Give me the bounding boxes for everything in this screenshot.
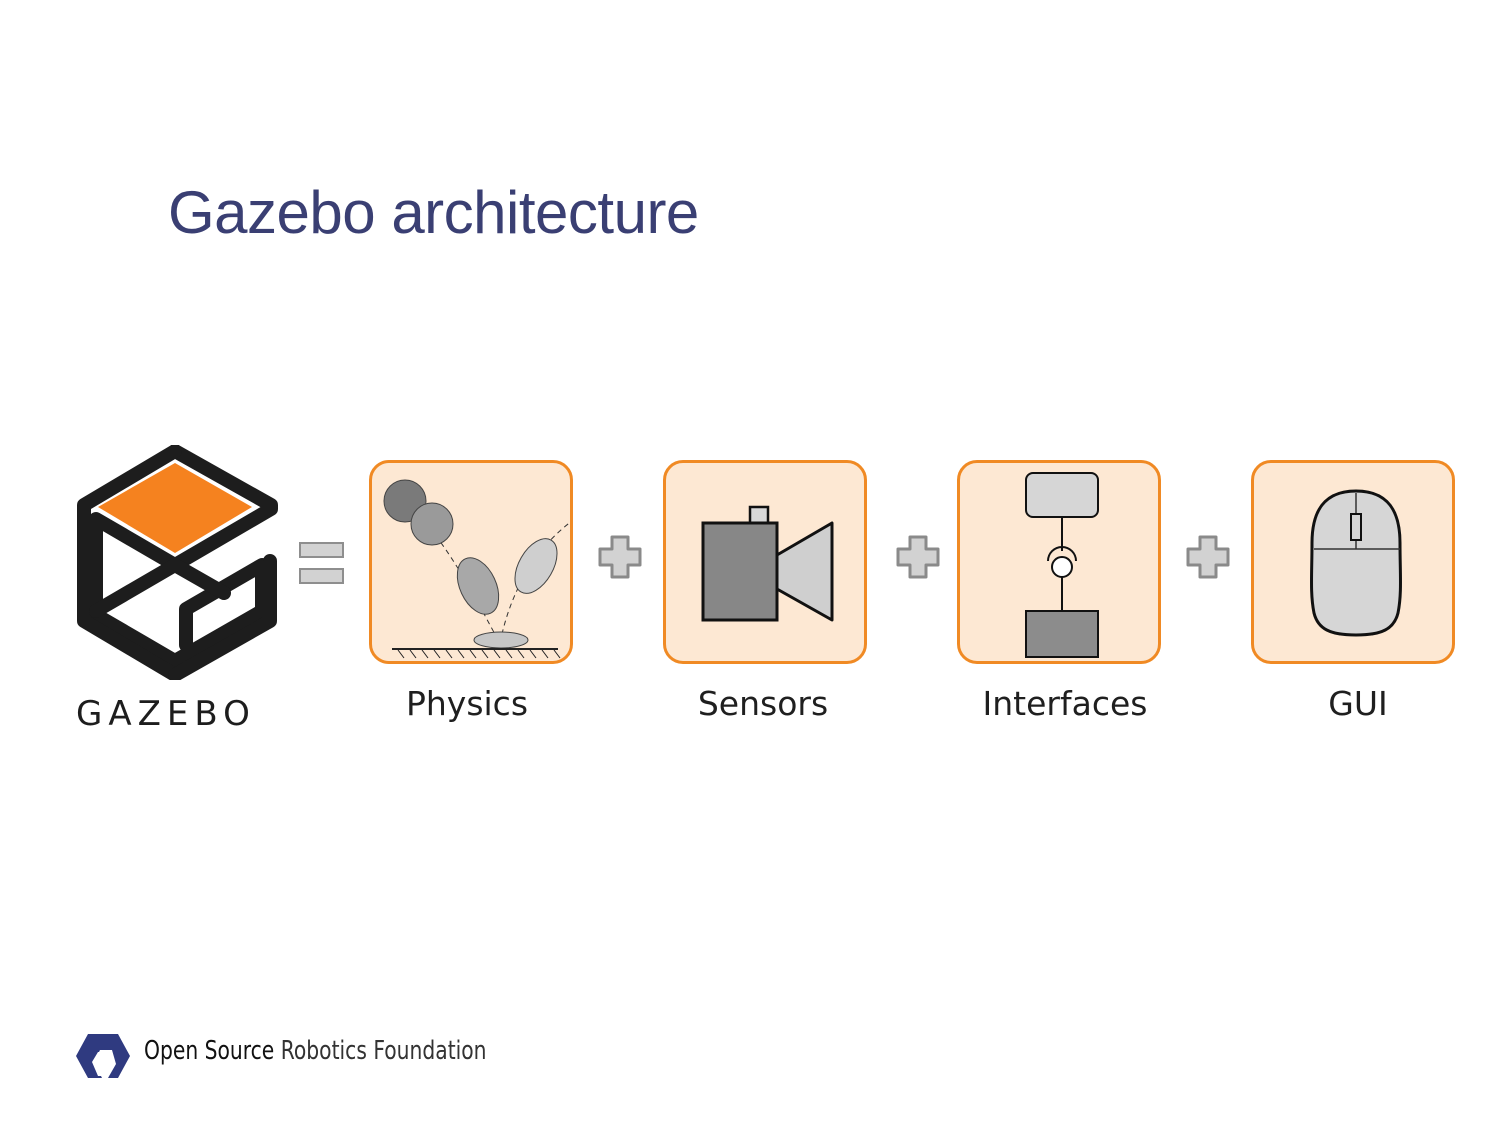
footer-org-bold: Open Source (144, 1036, 275, 1066)
footer-org-name: Open Source Robotics Foundation (144, 1036, 487, 1066)
physics-icon (383, 479, 570, 659)
gui-label: GUI (1328, 684, 1388, 723)
slide-title: Gazebo architecture (168, 179, 699, 246)
osrf-logo-icon (74, 1032, 132, 1086)
physics-label: Physics (405, 684, 529, 723)
plus-icon (1185, 534, 1231, 584)
camera-icon (701, 505, 834, 622)
footer-org-light: Robotics Foundation (280, 1036, 487, 1066)
gui-tile (1251, 460, 1455, 664)
gazebo-wordmark: GAZEBO (76, 694, 256, 734)
gazebo-logo-icon (74, 444, 279, 684)
interface-icon (1025, 472, 1099, 658)
sensors-tile (663, 460, 867, 664)
plus-icon (895, 534, 941, 584)
interfaces-label: Interfaces (982, 684, 1148, 723)
sensors-label: Sensors (697, 684, 829, 723)
physics-tile (369, 460, 573, 664)
equals-icon (298, 541, 346, 591)
interfaces-tile (957, 460, 1161, 664)
plus-icon (597, 534, 643, 584)
mouse-icon (1310, 489, 1402, 637)
